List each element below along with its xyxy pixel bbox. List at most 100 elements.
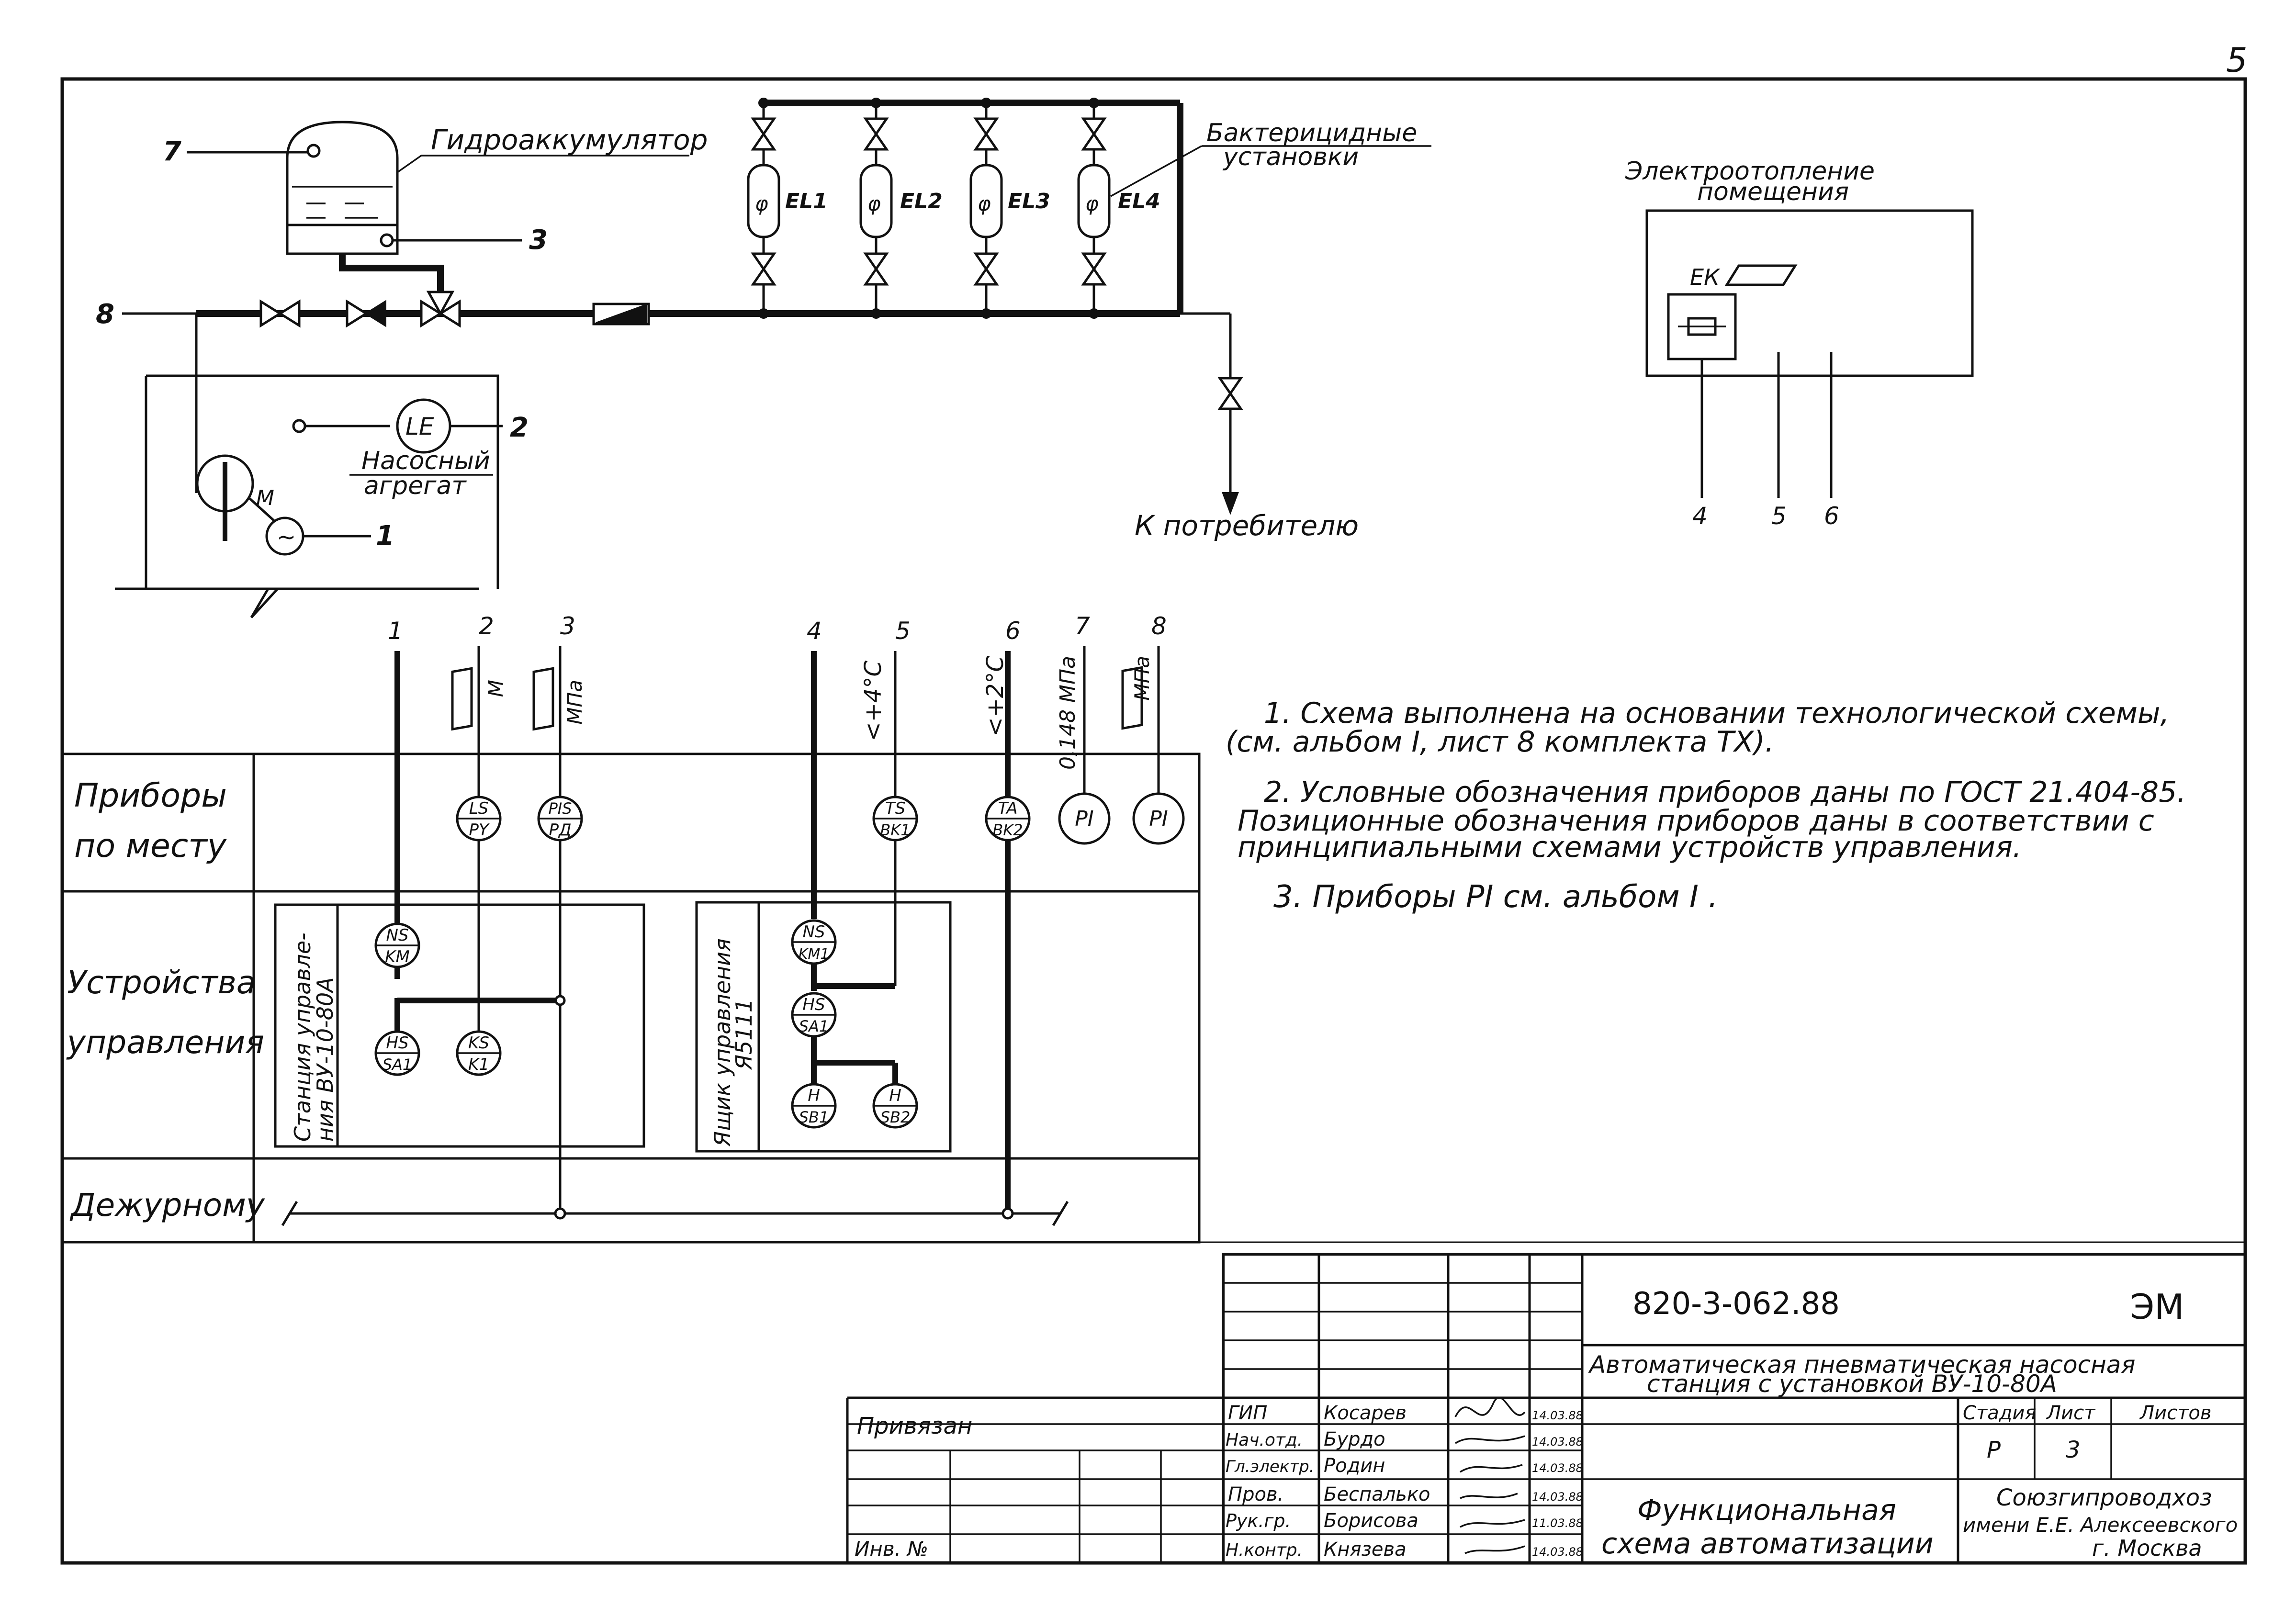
heating-point-6: 6 <box>1824 502 1839 530</box>
field-device-pi-7: PI <box>1058 792 1111 845</box>
accumulator-label-leader <box>396 155 422 173</box>
staff-role-5: Рук.гр. <box>1226 1510 1291 1531</box>
svg-text:K1: K1 <box>468 1055 489 1074</box>
gate-valve-1 <box>259 299 301 328</box>
field-device-pi-8: PI <box>1132 792 1185 845</box>
uv-unit-label-4: EL4 <box>1118 189 1160 213</box>
control-station-label-2: ния ВУ-10-80А <box>312 977 338 1142</box>
svg-text:BK1: BK1 <box>880 821 910 839</box>
svg-text:KM: KM <box>385 947 410 966</box>
staff-name-2: Бурдо <box>1324 1428 1385 1450</box>
pump-coupling <box>248 497 276 523</box>
note-2c: принципиальными схемами устройств управл… <box>1238 831 2022 864</box>
staff-role-2: Нач.отд. <box>1226 1430 1303 1450</box>
line-number-8: 8 <box>1151 612 1167 640</box>
note-2a: 2. Условные обозначения приборов даны по… <box>1264 775 2186 809</box>
unit-mpa-tag-8 <box>1121 666 1143 730</box>
consumer-arrow <box>1222 492 1239 515</box>
pump-label-1: Насосный <box>361 447 490 475</box>
control-device-hs-sa1-box: HS SA1 <box>791 992 837 1038</box>
svg-text:φ: φ <box>1085 192 1099 215</box>
control-device-ns-km1: NS KM1 <box>791 919 837 965</box>
field-device-ls: LS PY <box>456 796 502 842</box>
svg-text:TA: TA <box>998 799 1018 818</box>
svg-text:SB1: SB1 <box>799 1108 829 1126</box>
point-2-label: 2 <box>510 412 529 443</box>
sheet-header: Лист <box>2046 1402 2096 1424</box>
duty-node-3 <box>554 1207 566 1220</box>
field-device-ta: TA BK2 <box>985 796 1031 842</box>
uv-unit-el2: φ <box>859 98 893 319</box>
line-number-5: 5 <box>895 617 911 645</box>
staff-role-4: Пров. <box>1228 1483 1283 1505</box>
stage-header: Стадия <box>1963 1402 2036 1424</box>
point-3-label: 3 <box>529 225 548 256</box>
svg-text:H: H <box>889 1086 901 1105</box>
staff-date-6: 14.03.88 <box>1532 1545 1583 1559</box>
uv-unit-label-2: EL2 <box>900 189 943 213</box>
svg-text:PIS: PIS <box>548 799 572 818</box>
svg-text:KS: KS <box>468 1033 489 1053</box>
row-duty: Дежурному <box>69 1187 265 1224</box>
inv-no-label: Инв. № <box>855 1537 928 1561</box>
uv-unit-label-1: EL1 <box>785 189 828 213</box>
check-valve <box>346 299 386 328</box>
staff-date-4: 14.03.88 <box>1532 1490 1583 1504</box>
sheet-title-1: Функциональная <box>1637 1494 1896 1527</box>
duty-bus-tick-right <box>1052 1201 1069 1226</box>
consumer-valve <box>1217 377 1243 410</box>
control-device-ks-k1: KS K1 <box>456 1030 502 1076</box>
row-field-1: Приборы <box>74 777 227 815</box>
note-2b: Позиционные обозначения приборов даны в … <box>1238 804 2154 838</box>
heating-code: ЕК <box>1690 264 1721 290</box>
svg-text:φ: φ <box>867 192 881 215</box>
svg-text:BK2: BK2 <box>992 821 1023 839</box>
uv-units-leader <box>1110 145 1202 197</box>
staff-date-5: 11.03.88 <box>1532 1516 1583 1530</box>
heating-title-1: Электроотопление <box>1625 157 1875 186</box>
control-station-box <box>274 903 645 1148</box>
staff-role-6: Н.контр. <box>1226 1540 1303 1560</box>
pump-label-2: агрегат <box>364 472 467 500</box>
unit-mpa-label-8: МПа <box>1130 656 1154 701</box>
point-7-label: 7 <box>163 136 181 167</box>
temp-label-lt2: <+2°C <box>982 656 1009 737</box>
svg-text:NS: NS <box>386 926 408 945</box>
svg-text:HS: HS <box>802 995 825 1014</box>
line-number-6: 6 <box>1005 617 1021 645</box>
staff-role-1: ГИП <box>1228 1402 1267 1424</box>
uv-units-label-1: Бактерицидные <box>1206 119 1417 147</box>
note-1b: (см. альбом I, лист 8 комплекта ТХ). <box>1226 725 1774 759</box>
svg-text:SA1: SA1 <box>799 1017 829 1035</box>
control-device-hs-sa1: HS SA1 <box>374 1030 420 1076</box>
level-sensor-tap <box>292 419 306 433</box>
svg-text:H: H <box>808 1086 820 1105</box>
svg-text:PI: PI <box>1075 807 1094 831</box>
svg-text:LS: LS <box>469 799 489 818</box>
svg-text:PД: PД <box>549 820 571 840</box>
unit-mpa-label-3: МПа <box>563 680 586 725</box>
sheets-header: Листов <box>2139 1402 2211 1424</box>
line-number-1: 1 <box>388 617 403 645</box>
svg-text:PI: PI <box>1149 807 1168 831</box>
title-block-grid <box>846 1253 2247 1564</box>
pressure-label-0148: 0,148 МПа <box>1056 656 1080 770</box>
uv-unit-el3: φ <box>969 98 1003 319</box>
ground-break <box>239 587 279 618</box>
motor-letter: M <box>256 486 274 510</box>
stage-value: Р <box>1987 1437 2001 1463</box>
duty-node-6 <box>1002 1207 1014 1220</box>
point-8-label: 8 <box>96 299 114 330</box>
staff-name-1: Косарев <box>1324 1402 1407 1424</box>
line-number-3: 3 <box>560 612 575 640</box>
heating-point-5: 5 <box>1771 502 1787 530</box>
uv-units-label-2: установки <box>1222 143 1359 171</box>
org-name-2: имени Е.Е. Алексеевского <box>1963 1513 2238 1537</box>
control-device-ns-km: NS KM <box>374 922 420 968</box>
svg-text:NS: NS <box>802 922 825 942</box>
control-box-label-1: Ящик управления <box>709 938 735 1147</box>
svg-text:TS: TS <box>885 799 905 818</box>
note-1a: 1. Схема выполнена на основании технолог… <box>1264 696 2169 730</box>
consumer-label: К потребителю <box>1135 509 1359 542</box>
